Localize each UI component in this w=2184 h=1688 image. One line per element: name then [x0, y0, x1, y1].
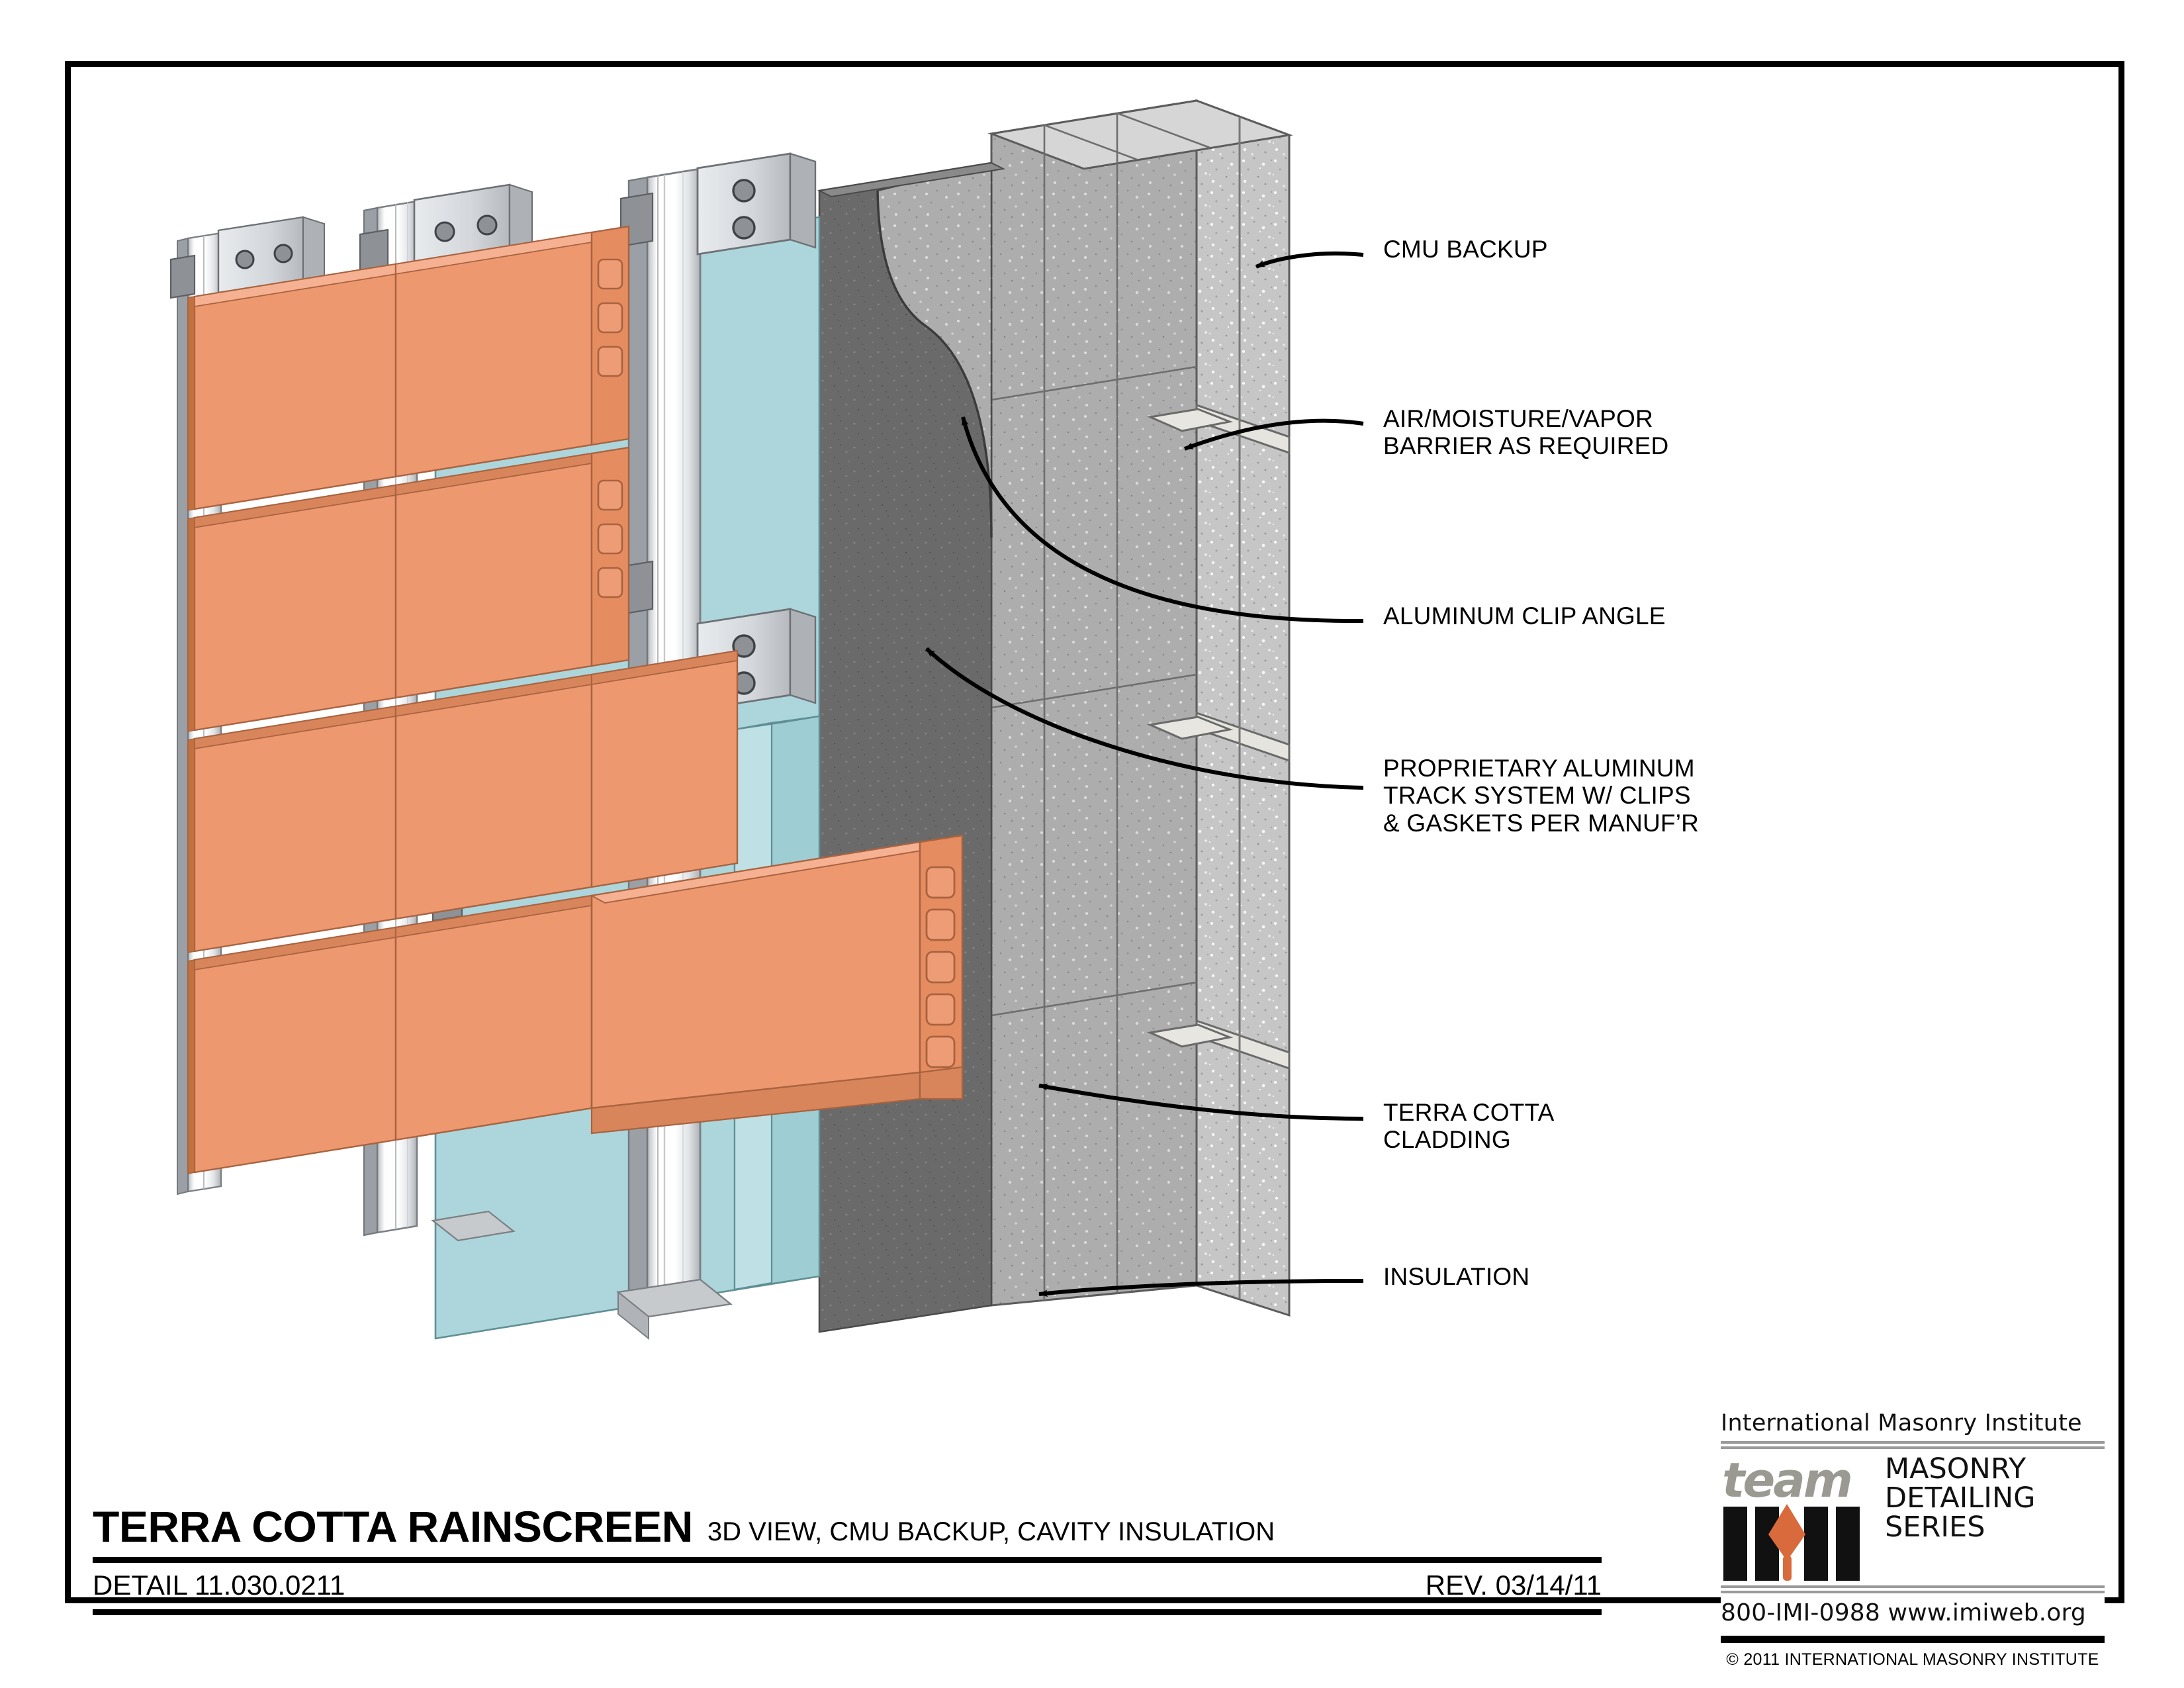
callout-air-moisture-vapor-barrier: AIR/MOISTURE/VAPOR BARRIER AS REQUIRED: [1383, 405, 1669, 460]
imi-logo-block: International Masonry Institute team MAS…: [1721, 1410, 2105, 1669]
terra-cotta-panel-c2r4: [394, 894, 593, 1141]
organization-name: International Masonry Institute: [1721, 1410, 2082, 1436]
terra-cotta-panel-c1r3: [187, 705, 397, 953]
logo-double-rule-top: [1721, 1441, 2105, 1449]
terra-cotta-panel-c1r4: [187, 926, 397, 1174]
terra-cotta-panel-c2r3: [394, 673, 593, 920]
detail-number: DETAIL 11.030.0211: [93, 1570, 345, 1601]
terra-cotta-cladding: [187, 225, 964, 1174]
callout-aluminum-clip-angle: ALUMINUM CLIP ANGLE: [1383, 602, 1666, 630]
terra-cotta-panel-c1r2: [187, 484, 397, 732]
logo-double-rule-bottom: [1721, 1585, 2105, 1593]
air-moisture-vapor-barrier: [817, 162, 1006, 1333]
callout-insulation: INSULATION: [1383, 1263, 1530, 1290]
cmu-backup-wall: [987, 99, 1293, 1317]
title-block-bottom-divider: [93, 1609, 1602, 1615]
track-base-foot-left: [431, 1210, 516, 1242]
copyright-notice: © 2011 INTERNATIONAL MASONRY INSTITUTE: [1726, 1650, 2099, 1669]
page-title: TERRA COTTA RAINSCREEN: [93, 1502, 693, 1551]
aluminum-clip-angle-1: [217, 216, 325, 294]
revision-date: REV. 03/14/11: [1425, 1570, 1602, 1601]
team-imi-mark: team: [1721, 1452, 1868, 1581]
trowel-icon: [1768, 1504, 1805, 1581]
logo-block-bottom-rule: [1721, 1636, 2105, 1643]
title-block: TERRA COTTA RAINSCREEN 3D VIEW, CMU BACK…: [93, 1501, 1602, 1615]
title-divider: [93, 1557, 1602, 1563]
program-name: MASONRY DETAILING SERIES: [1885, 1452, 2036, 1544]
contact-info: 800-IMI-0988 www.imiweb.org: [1721, 1599, 2086, 1626]
terra-cotta-panel-c3-upper: [590, 649, 739, 888]
terra-cotta-panel-foreground: [589, 834, 964, 1135]
team-wordmark: team: [1722, 1452, 1853, 1508]
callout-track-system: PROPRIETARY ALUMINUM TRACK SYSTEM W/ CLI…: [1383, 755, 1700, 837]
terra-cotta-panel-c2r2: [394, 446, 630, 699]
callout-terra-cotta-cladding: TERRA COTTA CLADDING: [1383, 1099, 1555, 1154]
page-subtitle: 3D VIEW, CMU BACKUP, CAVITY INSULATION: [707, 1517, 1275, 1546]
terra-cotta-panel-c2r1: [394, 225, 630, 478]
aluminum-clip-angle-3: [696, 152, 817, 256]
callout-cmu-backup: CMU BACKUP: [1383, 236, 1548, 263]
terra-cotta-panel-c1r1: [187, 263, 397, 511]
rainscreen-3d-illustration: [65, 61, 1388, 1425]
